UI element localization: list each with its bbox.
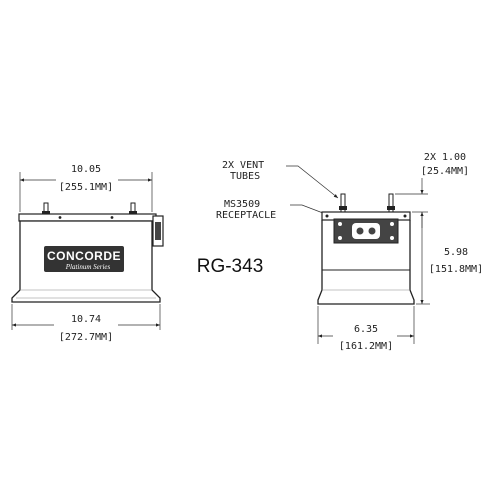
vent-height-mm: [25.4MM] [421, 166, 469, 177]
model-number: RG-343 [197, 256, 264, 277]
side-width-in: 6.35 [354, 324, 378, 335]
vent-leader [286, 165, 339, 199]
top-width-in: 10.05 [71, 164, 101, 175]
bottom-width-mm: [272.7MM] [59, 332, 113, 343]
height-mm: [151.8MM] [429, 264, 483, 275]
bottom-width-in: 10.74 [71, 314, 101, 325]
side-width-mm: [161.2MM] [339, 341, 393, 352]
logo-text: CONCORDE [47, 249, 121, 263]
vent-height-in: 2X 1.00 [424, 152, 466, 163]
top-width-mm: [255.1MM] [59, 182, 113, 193]
height-in: 5.98 [444, 247, 468, 258]
concorde-logo [44, 246, 124, 272]
side-view: 2X VENT TUBES MS3509 RECEPTACLE 2X 1.00 … [216, 152, 496, 352]
vent-label-line1: 2X VENT [222, 160, 264, 171]
vent-label-line2: TUBES [230, 171, 260, 182]
logo-subtext: Platinum Series [65, 263, 111, 271]
receptacle-label-line2: RECEPTACLE [216, 210, 276, 221]
battery-lid [18, 213, 157, 222]
front-view: 10.05 [255.1MM] CONCORDE Platinum Series… [11, 164, 164, 343]
receptacle-label-line1: MS3509 [224, 199, 260, 210]
side-case [317, 220, 415, 305]
